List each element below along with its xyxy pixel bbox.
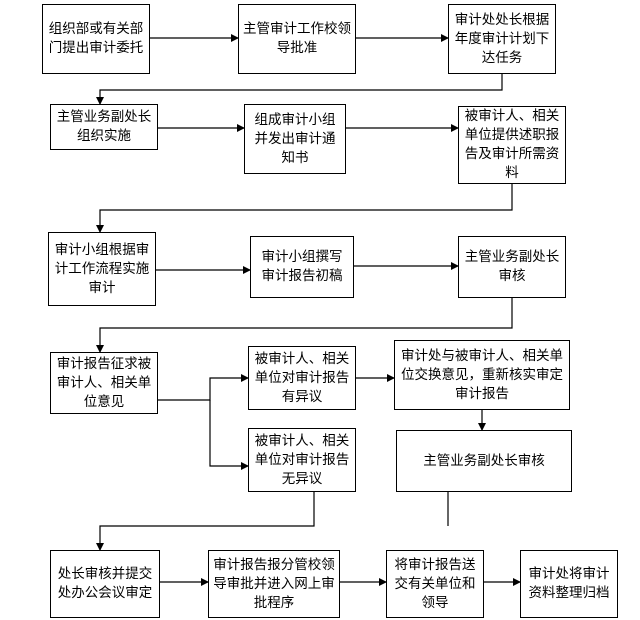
node-solicit-opinions: 审计报告征求被审计人、相关单位意见 — [50, 352, 158, 414]
node-leader-online-approval: 审计报告报分管校领导审批并进入网上审批程序 — [208, 550, 340, 618]
node-organize-implementation: 主管业务副处长组织实施 — [50, 104, 158, 150]
node-leader-approval: 主管审计工作校领导批准 — [238, 4, 356, 74]
node-archive: 审计处将审计资料整理归档 — [520, 550, 618, 618]
node-conduct-audit: 审计小组根据审计工作流程实施审计 — [48, 232, 156, 306]
node-deliver-report: 将审计报告送交有关单位和领导 — [386, 550, 484, 618]
node-draft-report: 审计小组撰写审计报告初稿 — [250, 236, 354, 298]
node-deputy-review: 主管业务副处长审核 — [458, 236, 566, 298]
node-audit-request: 组织部或有关部门提出审计委托 — [42, 4, 150, 74]
node-director-review: 处长审核并提交处办公会议审定 — [50, 550, 160, 618]
node-exchange-opinions: 审计处与被审计人、相关单位交换意见，重新核实审定审计报告 — [394, 340, 570, 410]
node-form-audit-team: 组成审计小组并发出审计通知书 — [244, 104, 346, 174]
edge-n10-to-n13 — [209, 400, 249, 470]
edge-n9-to-n10 — [96, 298, 513, 353]
node-deputy-review-2: 主管业务副处长审核 — [396, 430, 572, 492]
edge-n3-to-n4 — [96, 74, 503, 105]
node-no-objection: 被审计人、相关单位对审计报告无异议 — [248, 428, 356, 492]
node-has-objection: 被审计人、相关单位对审计报告有异议 — [248, 346, 356, 410]
edge-n10-to-n11 — [158, 374, 249, 401]
edge-n13-to-n15 — [96, 492, 315, 551]
edge-n6-to-n7 — [96, 184, 513, 233]
node-issue-task: 审计处处长根据年度审计计划下达任务 — [448, 4, 556, 74]
node-provide-materials: 被审计人、相关单位提供述职报告及审计所需资料 — [458, 106, 566, 184]
